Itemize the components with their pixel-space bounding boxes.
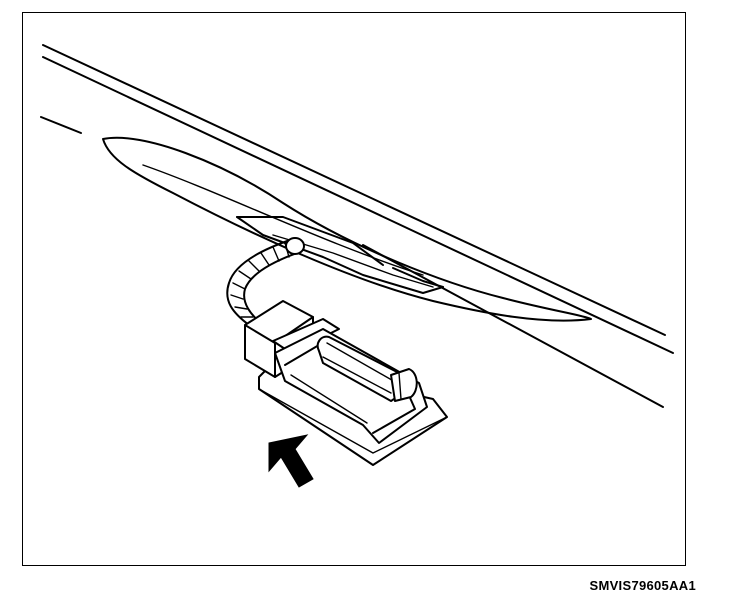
license-lamp-illustration	[40, 44, 674, 488]
bulb	[316, 335, 418, 402]
diagram-frame	[22, 12, 686, 566]
lamp-recess	[102, 136, 592, 322]
wire-harness	[226, 237, 305, 326]
direction-arrow	[268, 434, 314, 488]
figure-code: SMVIS79605AA1	[589, 578, 696, 593]
grommet	[285, 237, 305, 255]
